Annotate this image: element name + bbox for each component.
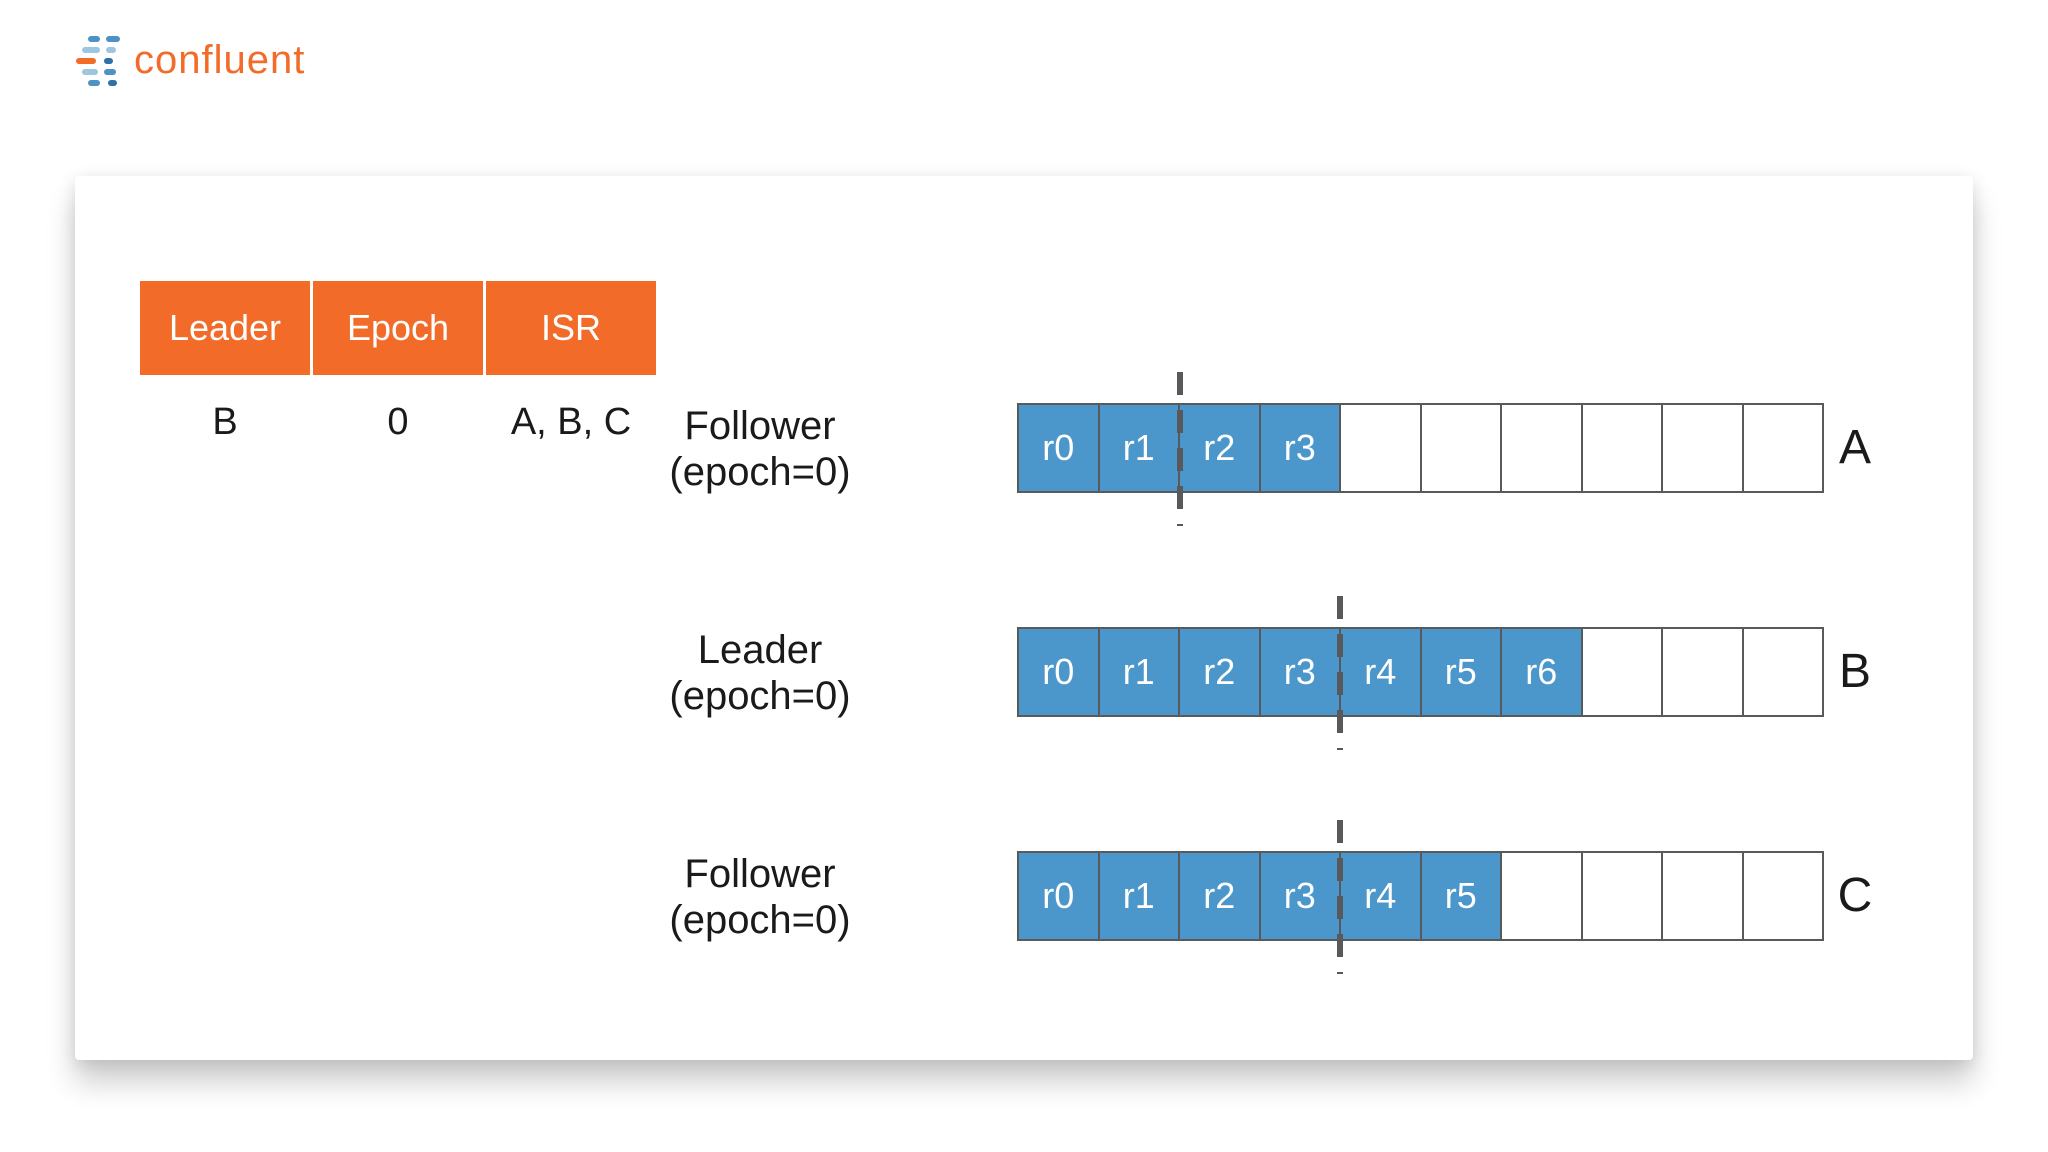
- record-cell: r6: [1502, 629, 1583, 715]
- high-watermark-dashed-line: [1176, 372, 1183, 526]
- record-cell: r0: [1019, 853, 1100, 939]
- replica-role: Leader: [697, 628, 823, 672]
- table-header-leader: Leader: [140, 281, 310, 375]
- content-card: Leader Epoch ISR B 0 A, B, C Follower(ep…: [75, 176, 1973, 1060]
- record-cell: r2: [1180, 853, 1261, 939]
- confluent-logo: confluent: [76, 34, 305, 86]
- record-cell: r2: [1180, 405, 1261, 491]
- high-watermark-dashed-line: [1337, 820, 1344, 974]
- empty-slot-cell: [1582, 629, 1663, 715]
- record-cell: r3: [1260, 853, 1341, 939]
- broker-letter: A: [1838, 421, 1871, 474]
- replica-label: Follower(epoch=0): [535, 403, 985, 495]
- empty-slot-cell: [1582, 405, 1663, 491]
- record-cell: r1: [1099, 853, 1180, 939]
- replica-epoch: (epoch=0): [669, 674, 851, 718]
- high-watermark-dashed-line: [1337, 596, 1344, 750]
- record-cell: r1: [1099, 629, 1180, 715]
- table-value-leader: B: [212, 400, 238, 443]
- replica-role: Follower: [684, 404, 836, 448]
- broker-letter: C: [1837, 869, 1873, 922]
- empty-slot-cell: [1743, 853, 1822, 939]
- empty-slot-cell: [1421, 405, 1502, 491]
- empty-slot-cell: [1582, 853, 1663, 939]
- table-header-epoch: Epoch: [313, 281, 483, 375]
- record-cell: r5: [1421, 629, 1502, 715]
- record-cell: r0: [1019, 629, 1100, 715]
- replica-epoch: (epoch=0): [669, 450, 851, 494]
- empty-slot-cell: [1743, 629, 1822, 715]
- record-cell: r3: [1260, 405, 1341, 491]
- partition-state-table: Leader Epoch ISR B 0 A, B, C: [140, 281, 656, 447]
- replica-role: Follower: [684, 852, 836, 896]
- empty-slot-cell: [1502, 405, 1583, 491]
- confluent-logo-icon: [76, 34, 128, 86]
- record-cell: r0: [1019, 405, 1100, 491]
- record-cell: r2: [1180, 629, 1261, 715]
- empty-slot-cell: [1663, 629, 1744, 715]
- empty-slot-cell: [1743, 405, 1822, 491]
- record-cell: r1: [1099, 405, 1180, 491]
- record-cell: r3: [1260, 629, 1341, 715]
- empty-slot-cell: [1663, 405, 1744, 491]
- table-header-isr: ISR: [486, 281, 656, 375]
- empty-slot-cell: [1502, 853, 1583, 939]
- record-cell: r4: [1341, 629, 1422, 715]
- broker-letter: B: [1838, 645, 1871, 698]
- empty-slot-cell: [1663, 853, 1744, 939]
- table-value-epoch: 0: [387, 400, 409, 443]
- record-cell: r5: [1421, 853, 1502, 939]
- record-cell: r4: [1341, 853, 1422, 939]
- empty-slot-cell: [1341, 405, 1422, 491]
- table-header-row: Leader Epoch ISR: [140, 281, 656, 375]
- table-value-isr: A, B, C: [510, 400, 632, 443]
- replica-label: Leader(epoch=0): [535, 627, 985, 719]
- confluent-logo-text: confluent: [134, 37, 306, 82]
- replica-label: Follower(epoch=0): [535, 851, 985, 943]
- table-value-row: B 0 A, B, C: [140, 397, 656, 447]
- replica-epoch: (epoch=0): [669, 898, 851, 942]
